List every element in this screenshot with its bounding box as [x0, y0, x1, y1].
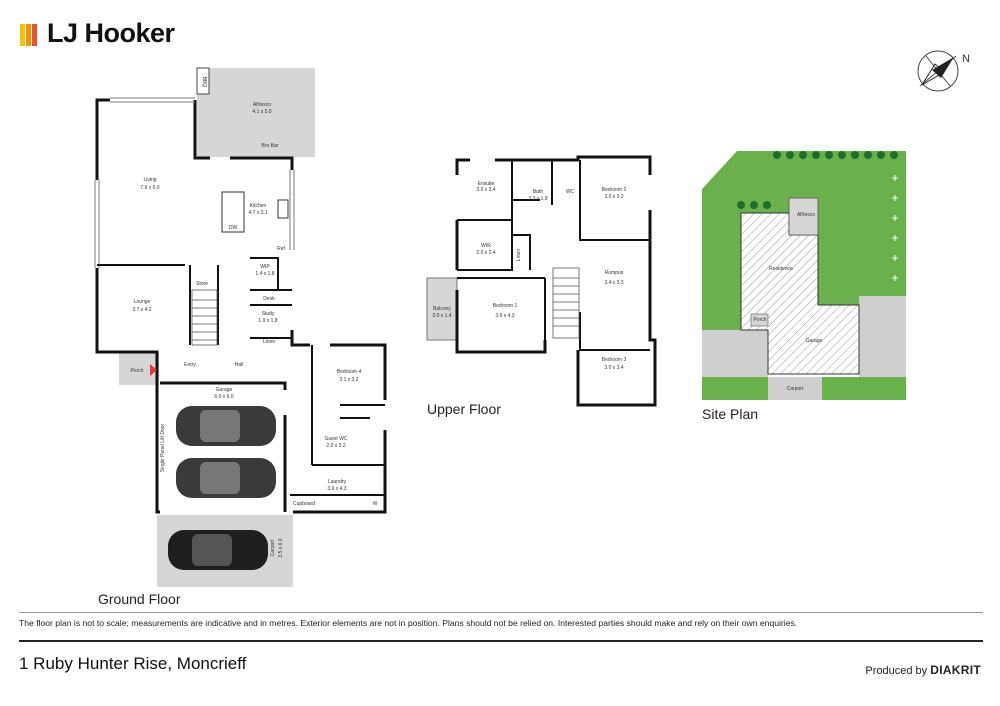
room-label-store: Store	[196, 281, 208, 287]
room-dim-ensuite: 3.0 x 2.4	[476, 187, 495, 193]
room-label-bedroom4: Bedroom 4	[337, 369, 362, 375]
label-linen-upper: Linen	[516, 249, 522, 261]
label-w: W	[373, 501, 378, 507]
room-label-bedroom2: Bedroom 2	[602, 187, 627, 193]
room-dim-lounge: 3.7 x 4.2	[132, 307, 151, 313]
room-label-hall: Hall	[235, 362, 244, 368]
car-icon	[176, 406, 276, 446]
room-label-bedroom3: Bedroom 3	[602, 357, 627, 363]
producer-prefix: Produced by	[865, 665, 928, 677]
room-dim-bedroom3: 3.0 x 3.4	[604, 365, 623, 371]
balcony-area	[426, 277, 458, 341]
floor-title-upper: Upper Floor	[427, 401, 501, 417]
upper-floor-plan: Ensuite 3.0 x 2.4 Bath 3.3 x 1.9 WC Bedr…	[426, 155, 657, 407]
room-label-garage: Garage	[216, 387, 233, 393]
label-ref: Ref	[277, 246, 285, 252]
car-icon	[168, 530, 268, 570]
ground-floor-plan: Alfresco 4.1 x 5.0 BBQ Bro Bar Living 7.…	[94, 67, 387, 587]
site-carport-area	[768, 377, 822, 400]
site-label-residence: Residence	[769, 266, 793, 272]
room-dim-bath: 3.3 x 1.9	[528, 196, 547, 202]
car-icon	[176, 458, 276, 498]
room-label-wir: WIR	[481, 243, 491, 249]
label-cupboard: Cupboard	[293, 501, 315, 507]
room-label-ensuite: Ensuite	[478, 181, 495, 187]
room-dim-bedroom1: 3.6 x 4.3	[495, 313, 514, 319]
compass-icon	[917, 50, 959, 92]
site-label-garage: Garage	[806, 338, 823, 344]
room-label-balcony: Balcony	[433, 306, 451, 312]
room-label-porch: Porch	[130, 368, 143, 374]
room-dim-bedroom2: 3.0 x 3.2	[604, 194, 623, 200]
entry-arrow-icon	[150, 364, 157, 376]
room-dim-living: 7.6 x 5.0	[140, 185, 159, 191]
compass-north-label: N	[962, 53, 970, 65]
kitchen-island	[221, 191, 245, 233]
room-label-study: Study	[262, 311, 275, 317]
room-label-lounge: Lounge	[134, 299, 151, 305]
divider	[19, 612, 983, 613]
room-dim-rumpus: 3.4 x 3.3	[604, 280, 623, 286]
room-label-entry: Entry	[184, 362, 196, 368]
room-dim-guest-wc: 2.0 x 3.2	[326, 443, 345, 449]
disclaimer-text: The floor plan is not to scale; measurem…	[19, 618, 798, 628]
room-dim-wir: 2.0 x 2.4	[476, 250, 495, 256]
room-dim-wip: 1.4 x 1.8	[255, 271, 274, 277]
room-label-wc: WC	[566, 189, 575, 195]
room-dim-alfresco: 4.1 x 5.0	[252, 109, 271, 115]
label-desk: Desk	[263, 296, 275, 302]
room-label-laundry: Laundry	[328, 479, 347, 485]
alfresco-area	[197, 68, 315, 157]
room-dim-garage: 6.0 x 6.0	[214, 394, 233, 400]
label-linen: Linen	[263, 339, 275, 345]
property-address: 1 Ruby Hunter Rise, Moncrieff	[19, 654, 247, 673]
site-alfresco-area	[788, 197, 819, 236]
site-porch-area	[750, 313, 769, 327]
room-dim-laundry: 3.9 x 4.3	[327, 486, 346, 492]
room-label-wip: WIP	[260, 264, 270, 270]
site-label-carport: Carport	[787, 386, 804, 392]
lj-hooker-logo	[20, 24, 37, 46]
room-label-bbq: BBQ	[201, 77, 207, 88]
room-label-bath: Bath	[533, 189, 544, 195]
site-label-porch: Porch	[753, 317, 766, 323]
room-label-guest-wc: Guest WC	[324, 436, 347, 442]
label-lift-door: Single Panel Lift Door	[160, 423, 166, 472]
divider	[19, 640, 983, 642]
producer-credit: Produced by DIAKRIT	[865, 663, 981, 677]
producer-name: DIAKRIT	[930, 663, 981, 677]
room-dim-study: 1.9 x 1.8	[258, 318, 277, 324]
brand-name: LJ Hooker	[47, 18, 175, 48]
room-label-carport: Carport	[270, 539, 276, 556]
bbq	[196, 67, 210, 95]
room-label-kitchen: Kitchen	[250, 203, 267, 209]
site-plan: Alfresco Residence Porch Garage Carport	[702, 151, 906, 400]
room-dim-carport: 3.5 x 6.0	[278, 538, 284, 557]
room-dim-kitchen: 4.7 x 3.1	[248, 210, 267, 216]
floor-title-ground: Ground Floor	[98, 591, 181, 607]
room-label-bro-bar: Bro Bar	[262, 143, 279, 149]
room-label-rumpus: Rumpus	[605, 270, 624, 276]
room-dim-balcony: 3.0 x 1.4	[432, 313, 451, 319]
room-label-alfresco: Alfresco	[253, 102, 271, 108]
site-label-alfresco: Alfresco	[797, 212, 815, 218]
tree-icon	[892, 175, 898, 281]
label-dw: DW	[229, 225, 238, 231]
room-label-bedroom1: Bedroom 1	[493, 303, 518, 309]
room-label-living: Living	[143, 177, 156, 183]
floor-title-site: Site Plan	[702, 406, 759, 422]
cooktop	[277, 199, 289, 219]
room-dim-bedroom4: 3.1 x 3.2	[339, 377, 358, 383]
hedge-icon	[737, 151, 898, 209]
